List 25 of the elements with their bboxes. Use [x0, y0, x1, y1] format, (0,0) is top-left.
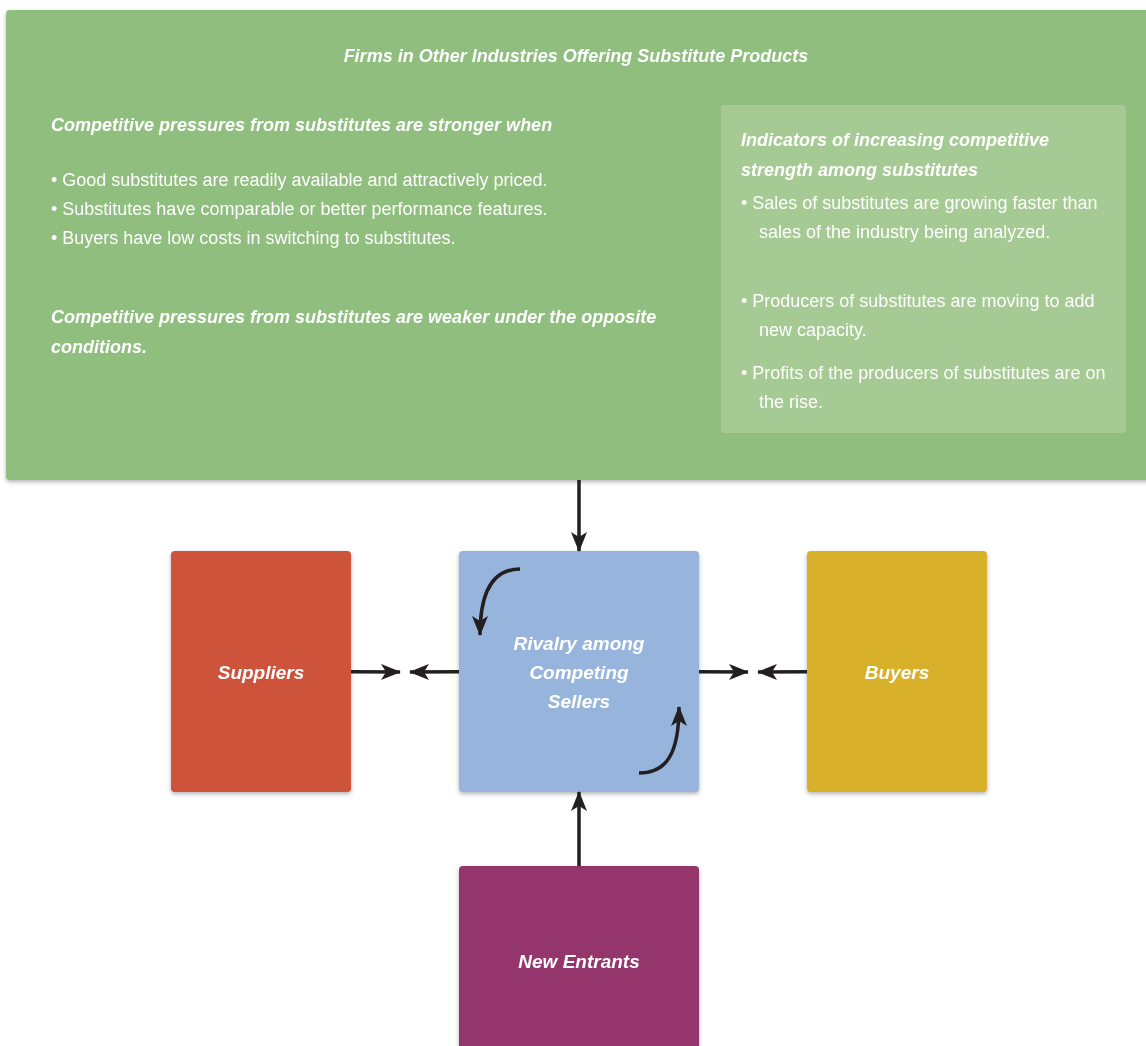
bullet-text: • Good substitutes are readily available and attractively priced. — [51, 169, 549, 192]
force-box — [459, 866, 699, 1046]
force-box — [459, 551, 699, 792]
box-label: Rivalry among Competing Sellers — [512, 631, 646, 713]
arrow — [571, 791, 587, 866]
bullet-text: • Buyers have low costs in switching to substitutes. — [51, 227, 457, 250]
bullet-text: • Substitutes have comparable or better performance features. — [51, 198, 549, 221]
box-label: Buyers — [863, 660, 931, 685]
heading-text: Competitive pressures from substitutes are weaker under the opposite conditions. — [51, 306, 658, 359]
bullet-text: • Profits of the producers of substitutes are on the rise. — [741, 362, 1107, 414]
bullet-text: • Sales of substitutes are growing faster than sales of the industry being analyzed. — [741, 192, 1099, 244]
bullet-text: • Producers of substitutes are moving to add new capacity. — [741, 290, 1096, 342]
box-label: New Entrants — [517, 949, 641, 974]
force-box — [807, 551, 987, 792]
arrow — [571, 480, 587, 552]
force-box — [171, 551, 351, 792]
arrow — [409, 663, 459, 680]
arrow — [757, 663, 807, 680]
panel-title: Firms in Other Industries Offering Substitute Products — [342, 46, 810, 67]
arrow — [351, 663, 401, 680]
substitutes-panel — [6, 10, 1146, 480]
arrow — [699, 663, 749, 680]
heading-text: Indicators of increasing competitive strength among substitutes — [741, 129, 1051, 182]
box-label: Suppliers — [216, 660, 306, 685]
heading-text: Competitive pressures from substitutes are stronger when — [51, 114, 554, 137]
